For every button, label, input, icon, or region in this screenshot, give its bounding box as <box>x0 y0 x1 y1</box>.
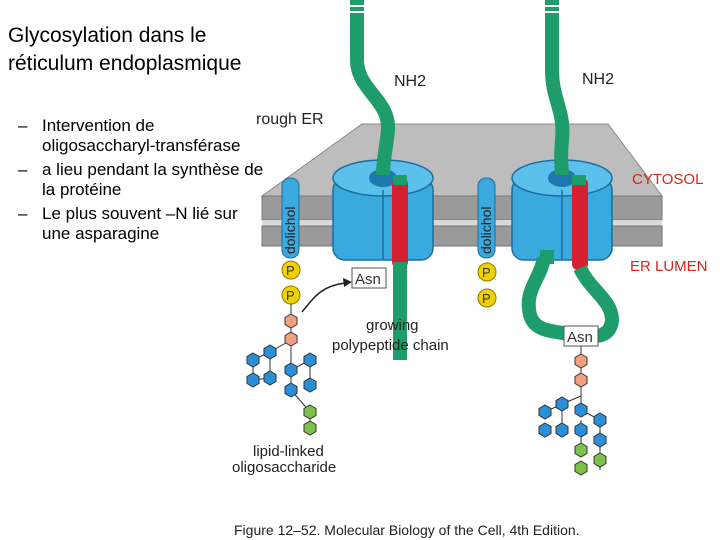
sugar-hexagon <box>574 353 588 369</box>
bullet-text: a lieu pendant la synthèse de la protéin… <box>42 160 264 199</box>
bullet-item: –Le plus souvent –N lié sur une asparagi… <box>18 204 268 244</box>
phosphate-left-1: P <box>281 260 301 280</box>
attached-oligosaccharide <box>538 346 607 476</box>
sugar-hexagon <box>284 382 298 398</box>
sugar-hexagon <box>593 412 607 428</box>
sugar-hexagon <box>284 331 298 347</box>
sugar-hexagon <box>538 422 552 438</box>
sugar-hexagon <box>593 452 607 468</box>
bullet-text: Intervention de oligosaccharyl-transféra… <box>42 116 241 155</box>
dolichol-right-bar <box>477 177 496 259</box>
er-lumen-label: ER LUMEN <box>630 258 708 275</box>
red-segment-left <box>392 178 408 268</box>
sugar-hexagon <box>574 372 588 388</box>
phosphate-label: P <box>482 291 491 306</box>
sugar-hexagon <box>246 352 260 368</box>
dolichol-left-label: dolichol <box>282 207 298 254</box>
sugar-hexagon <box>555 422 569 438</box>
bullet-dash: – <box>18 160 28 179</box>
polypeptide-right-loop <box>521 256 620 344</box>
rough-er-label: rough ER <box>256 111 324 128</box>
sugar-hexagon <box>303 404 317 420</box>
figure-caption: Figure 12–52. Molecular Biology of the C… <box>234 522 580 538</box>
growing-chain-label-1: growing <box>366 317 419 334</box>
phosphate-label: P <box>482 265 491 280</box>
bullet-item: –a lieu pendant la synthèse de la protéi… <box>18 160 268 200</box>
dolichol-left-bar <box>281 177 300 259</box>
phosphate-right-1: P <box>477 262 497 282</box>
sugar-hexagon <box>303 377 317 393</box>
bullet-list: –Intervention de oligosaccharyl-transfér… <box>18 116 268 248</box>
lipid-linked-oligosaccharide <box>246 304 317 436</box>
transfer-arrow <box>301 282 346 313</box>
bullet-item: –Intervention de oligosaccharyl-transfér… <box>18 116 268 156</box>
slide-title: Glycosylation dans le réticulum endoplas… <box>8 24 242 75</box>
sugar-hexagon <box>246 372 260 388</box>
lipid-linked-label-1: lipid-linked <box>253 443 324 460</box>
sugar-hexagon <box>574 460 588 476</box>
sugar-hexagon <box>303 352 317 368</box>
phosphate-left-2: P <box>281 285 301 305</box>
bullet-text: Le plus souvent –N lié sur une asparagin… <box>42 204 238 243</box>
polypeptide-right-upper <box>545 0 570 176</box>
dolichol-right-label: dolichol <box>478 207 494 254</box>
sugar-hexagon <box>593 432 607 448</box>
growing-chain-label-2: polypeptide chain <box>332 337 449 354</box>
red-segment-right <box>572 178 588 270</box>
sugar-hexagon <box>574 422 588 438</box>
sugar-hexagon <box>263 344 277 360</box>
phosphate-label: P <box>286 263 295 278</box>
asn-left-box <box>351 267 387 289</box>
asn-left-label: Asn <box>355 271 381 288</box>
bullet-dash: – <box>18 204 28 223</box>
membrane-gap <box>262 220 662 226</box>
sugar-hexagon <box>284 313 298 329</box>
sugar-hexagon <box>538 404 552 420</box>
sugar-hexagon <box>555 396 569 412</box>
cytosol-label: CYTOSOL <box>632 171 703 188</box>
nh2-right-label: NH2 <box>582 71 614 88</box>
bullet-dash: – <box>18 116 28 135</box>
lipid-linked-label-2: oligosaccharide <box>232 459 336 476</box>
sugar-hexagon <box>263 370 277 386</box>
sugar-hexagon <box>574 402 588 418</box>
polypeptide-left-upper <box>350 0 395 176</box>
asn-right-label: Asn <box>567 329 593 346</box>
phosphate-label: P <box>286 288 295 303</box>
sugar-hexagon <box>574 442 588 458</box>
sugar-hexagon <box>303 420 317 436</box>
phosphate-right-2: P <box>477 288 497 308</box>
nh2-left-label: NH2 <box>394 73 426 90</box>
sugar-hexagon <box>284 362 298 378</box>
